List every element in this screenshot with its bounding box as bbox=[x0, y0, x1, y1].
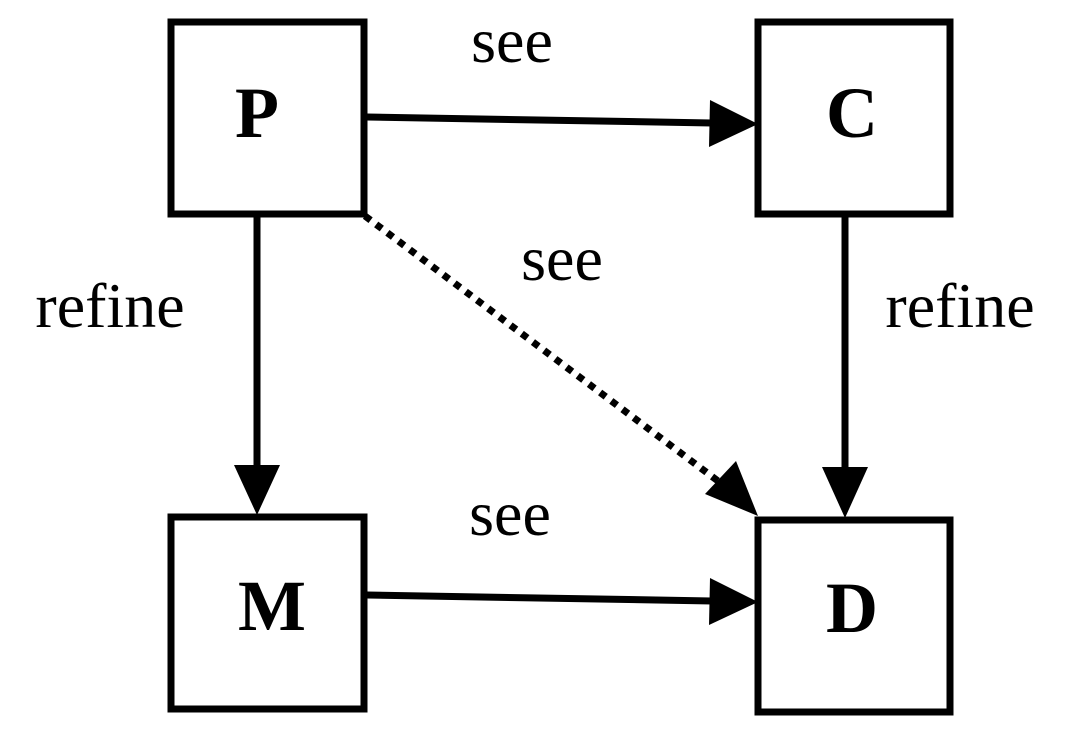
node-m-box bbox=[167, 513, 368, 713]
node-p: P bbox=[167, 18, 368, 218]
node-d: D bbox=[754, 516, 954, 716]
node-c-box bbox=[754, 18, 954, 218]
node-d-label: D bbox=[826, 568, 878, 648]
edge-m-to-d-arrowhead bbox=[709, 578, 758, 625]
edge-m-to-d bbox=[366, 578, 758, 625]
edge-p-to-c-line bbox=[366, 113, 713, 127]
edge-c-to-d-arrowhead bbox=[822, 467, 868, 518]
edge-p-to-m-label: refine bbox=[35, 270, 184, 341]
edge-p-to-d bbox=[362, 213, 758, 516]
edge-m-to-d-line bbox=[366, 591, 713, 605]
node-d-box bbox=[754, 516, 954, 716]
edge-p-to-m-arrowhead bbox=[234, 465, 280, 515]
edge-p-to-c-arrowhead bbox=[709, 100, 758, 147]
node-c-label: C bbox=[826, 73, 878, 153]
edge-p-to-c-label: see bbox=[471, 5, 553, 76]
edge-p-to-c bbox=[366, 100, 758, 147]
node-m-label: M bbox=[238, 566, 306, 646]
edge-c-to-d-label: refine bbox=[885, 270, 1034, 341]
edge-p-to-d-line bbox=[362, 213, 725, 487]
edge-m-to-d-label: see bbox=[469, 478, 551, 549]
node-p-box bbox=[167, 18, 368, 218]
node-p-label: P bbox=[235, 73, 279, 153]
node-m: M bbox=[167, 513, 368, 713]
edge-c-to-d bbox=[822, 214, 868, 518]
edge-p-to-d-label: see bbox=[521, 223, 603, 294]
node-c: C bbox=[754, 18, 954, 218]
edge-p-to-m bbox=[234, 214, 280, 515]
edge-p-to-d-arrowhead bbox=[705, 461, 758, 516]
